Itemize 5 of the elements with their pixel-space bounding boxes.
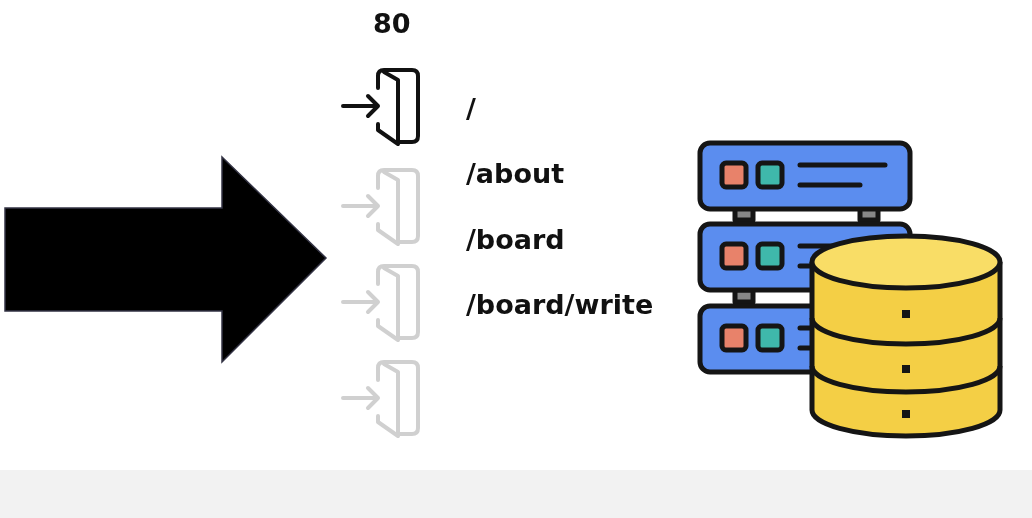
route-path: / [466,93,476,125]
route-path: /about [466,158,565,190]
route-path: /board [466,224,565,256]
port-number: 80 [373,8,411,40]
route-path: /board/write [466,289,654,321]
